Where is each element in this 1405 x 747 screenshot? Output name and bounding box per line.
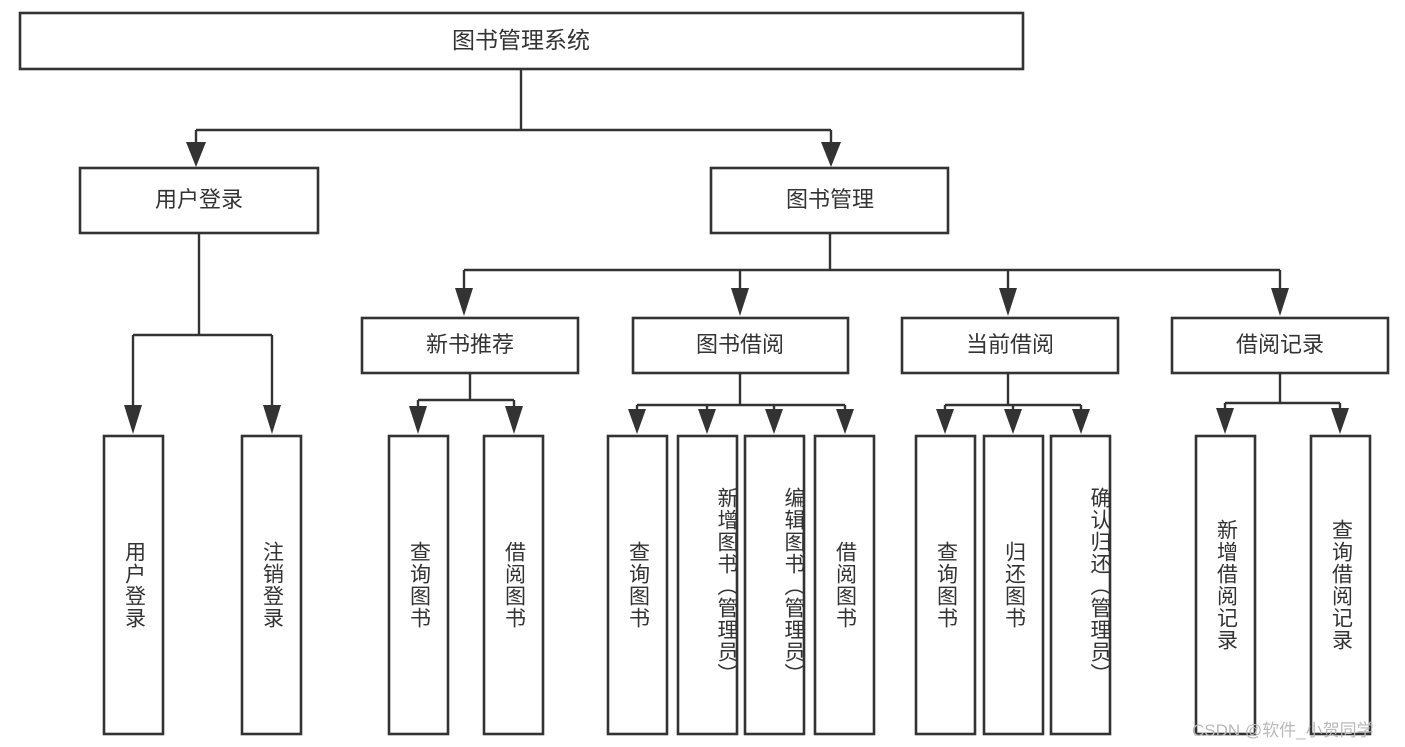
node-leaf-borrow-book-1-box[interactable] <box>482 434 545 736</box>
arrowhead-leaf-confirm-return <box>1072 409 1090 434</box>
arrowhead-user-login <box>186 142 206 167</box>
node-borrow-record-label: 借阅记录 <box>1236 332 1324 357</box>
node-leaf-query-book-3-box[interactable] <box>914 434 977 736</box>
arrowhead-leaf-logout <box>263 405 281 434</box>
node-leaf-query-book-2-box[interactable] <box>606 434 669 736</box>
node-leaf-borrow-book-2-box[interactable] <box>813 434 876 736</box>
node-leaf-user-login-box[interactable] <box>102 434 165 736</box>
node-user-login[interactable]: 用户登录 <box>78 166 320 235</box>
node-leaf-query-record-box[interactable] <box>1309 434 1372 736</box>
arrowhead-leaf-query-book-3 <box>936 409 954 434</box>
node-borrow-record[interactable]: 借阅记录 <box>1170 316 1390 375</box>
node-current-borrow[interactable]: 当前借阅 <box>900 316 1120 375</box>
arrowhead-leaf-add-record <box>1216 408 1234 434</box>
node-book-management-box[interactable] <box>709 166 950 235</box>
node-new-book-recommend[interactable]: 新书推荐 <box>360 316 580 375</box>
node-user-login-box[interactable] <box>78 166 320 235</box>
arrowhead-leaf-query-record <box>1331 408 1349 434</box>
node-leaf-add-book-box[interactable] <box>676 434 739 736</box>
node-root[interactable]: 图书管理系统 <box>18 11 1025 71</box>
node-current-borrow-box[interactable] <box>900 316 1120 375</box>
connector-layer <box>124 69 1349 434</box>
arrowhead-leaf-borrow-book-1 <box>505 406 523 434</box>
node-current-borrow-label: 当前借阅 <box>966 332 1054 357</box>
arrowhead-leaf-edit-book <box>765 409 783 434</box>
node-leaf-return-book-box[interactable] <box>982 434 1045 736</box>
node-new-book-recommend-label: 新书推荐 <box>426 332 514 357</box>
node-book-management-label: 图书管理 <box>786 187 874 212</box>
node-book-borrow[interactable]: 图书借阅 <box>631 316 850 375</box>
node-leaf-add-record-box[interactable] <box>1194 434 1257 736</box>
arrowhead-current-borrow <box>999 288 1017 316</box>
node-book-borrow-label: 图书借阅 <box>696 332 784 357</box>
csdn-watermark: CSDN @软件_小贺同学 <box>1192 721 1374 740</box>
leaf-box-layer[interactable] <box>102 434 1372 736</box>
arrowhead-leaf-query-book-2 <box>628 409 646 434</box>
node-leaf-query-book-1-box[interactable] <box>387 434 450 736</box>
arrowhead-book-management <box>821 142 841 167</box>
node-borrow-record-box[interactable] <box>1170 316 1390 375</box>
node-book-borrow-box[interactable] <box>631 316 850 375</box>
arrowhead-book-borrow <box>731 288 749 316</box>
arrowhead-leaf-add-book <box>698 409 716 434</box>
node-root-label: 图书管理系统 <box>452 27 590 53</box>
node-user-login-label: 用户登录 <box>155 187 243 212</box>
arrowhead-leaf-borrow-book-2 <box>836 409 854 434</box>
node-book-management[interactable]: 图书管理 <box>709 166 950 235</box>
arrowhead-leaf-user-login <box>124 405 142 434</box>
node-root-box[interactable] <box>18 11 1025 71</box>
node-leaf-edit-book-box[interactable] <box>743 434 806 736</box>
node-leaf-confirm-return-box[interactable] <box>1049 434 1112 736</box>
arrowhead-leaf-return-book <box>1004 409 1022 434</box>
arrowhead-new-book-recommend <box>455 288 473 316</box>
arrowhead-leaf-query-book-1 <box>409 406 427 434</box>
node-new-book-recommend-box[interactable] <box>360 316 580 375</box>
arrowhead-borrow-record <box>1271 288 1289 316</box>
node-leaf-logout-box[interactable] <box>240 434 303 736</box>
